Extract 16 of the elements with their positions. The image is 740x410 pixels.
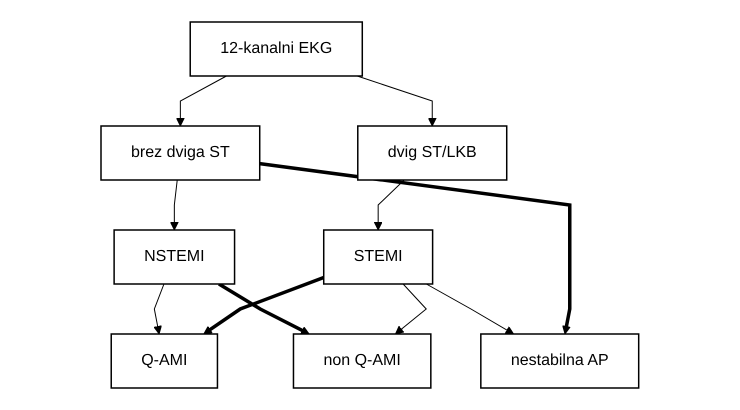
node-box: dvig ST/LKB — [357, 125, 508, 181]
arrow — [204, 276, 324, 334]
arrow — [176, 76, 228, 126]
node-box: Q-AMI — [110, 333, 218, 389]
node-box: NSTEMI — [114, 229, 236, 285]
node-box: STEMI — [323, 229, 434, 285]
arrow — [170, 180, 179, 230]
node-box: non Q-AMI — [292, 333, 432, 389]
node-box: brez dviga ST — [100, 125, 261, 181]
node-box: 12-kanalni EKG — [190, 21, 364, 77]
arrow — [260, 162, 572, 334]
node-box: nestabilna AP — [480, 333, 640, 389]
arrow — [426, 284, 514, 334]
arrow — [395, 284, 428, 334]
arrow — [153, 284, 165, 334]
arrow — [218, 282, 310, 334]
